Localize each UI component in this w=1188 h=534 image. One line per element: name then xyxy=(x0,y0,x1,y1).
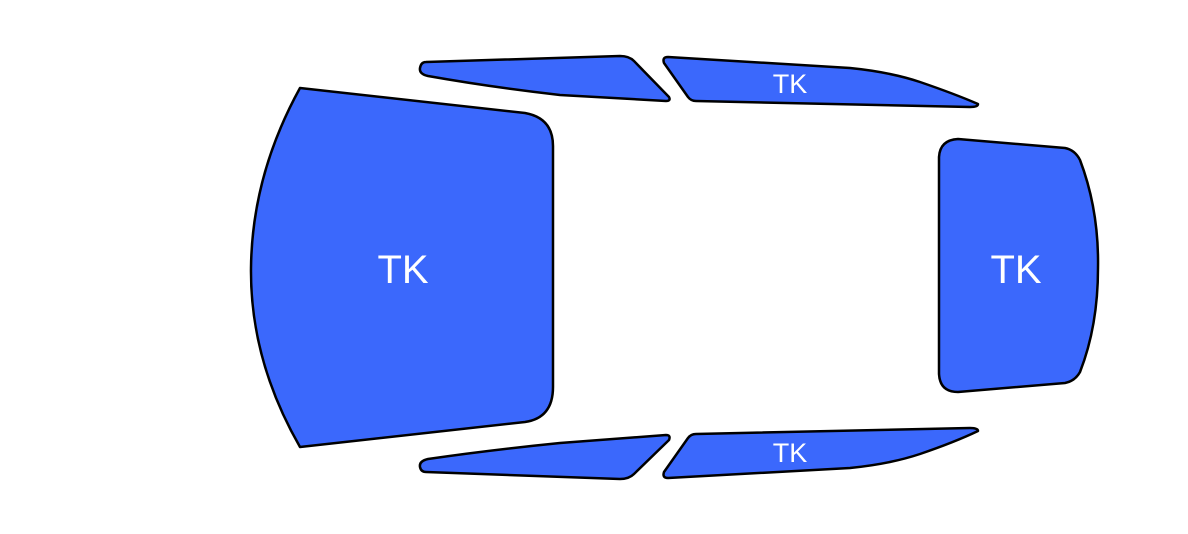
front-left-side-window-shape[interactable] xyxy=(418,54,671,103)
rear-window-shape[interactable] xyxy=(937,137,1100,394)
front-left-side-window[interactable] xyxy=(418,54,671,103)
rear-window[interactable]: TK xyxy=(937,137,1100,394)
rear-right-side-window[interactable]: TK xyxy=(662,426,980,480)
windshield[interactable]: TK xyxy=(249,86,555,449)
windshield-shape[interactable] xyxy=(249,86,555,449)
front-right-side-window-shape[interactable] xyxy=(418,433,671,481)
rear-right-side-window-shape[interactable] xyxy=(662,426,980,480)
rear-left-side-window-shape[interactable] xyxy=(662,55,980,109)
rear-left-side-window[interactable]: TK xyxy=(662,55,980,109)
front-right-side-window[interactable] xyxy=(418,433,671,481)
